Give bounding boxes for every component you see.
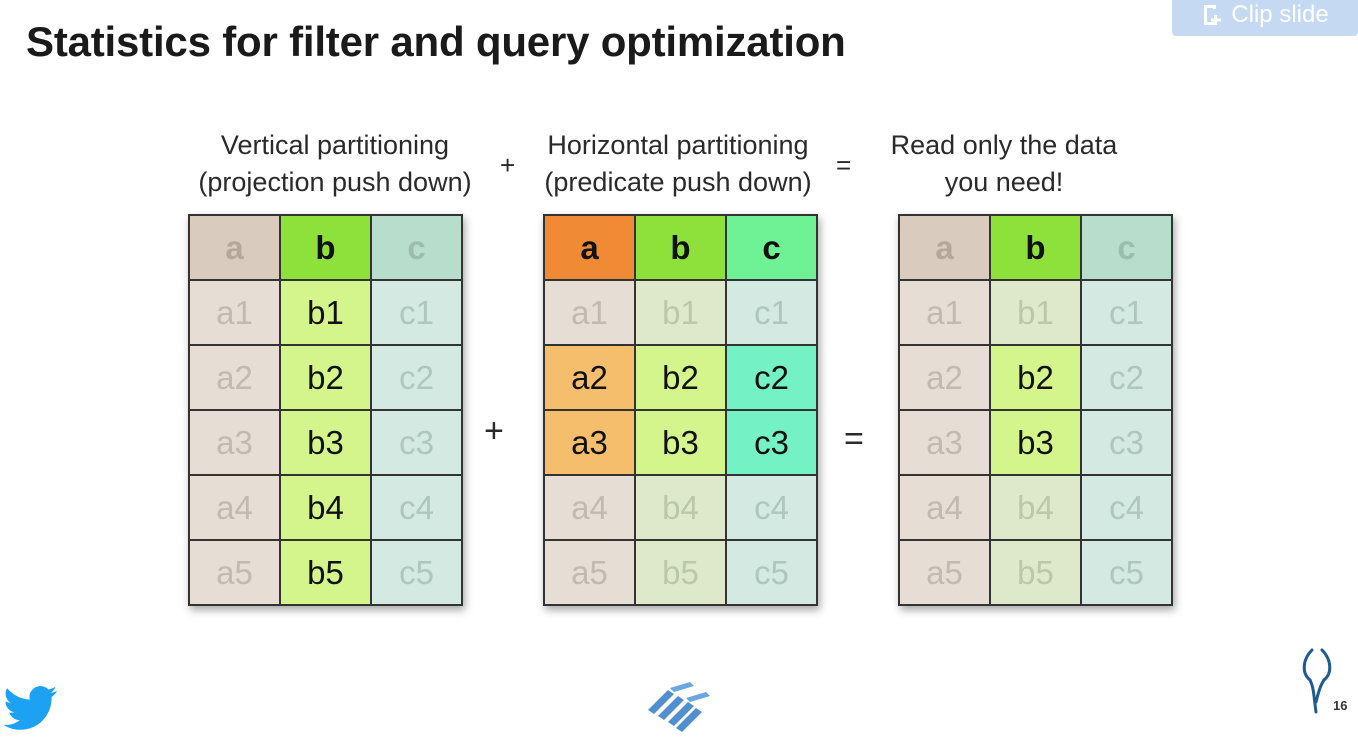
table-cell: b2 bbox=[636, 346, 725, 409]
table-cell: c1 bbox=[1082, 281, 1171, 344]
table-cell: b1 bbox=[991, 281, 1080, 344]
equals-sign: = bbox=[844, 420, 864, 458]
result-heading-line2: you need! bbox=[944, 167, 1064, 197]
table-cell: a5 bbox=[900, 541, 989, 604]
horizontal-heading-line1: Horizontal partitioning bbox=[547, 130, 809, 160]
table-cell: c3 bbox=[1082, 411, 1171, 474]
vertical-partitioning-heading: Vertical partitioning (projection push d… bbox=[186, 127, 484, 201]
table-cell: a2 bbox=[900, 346, 989, 409]
table-cell: a5 bbox=[545, 541, 634, 604]
page-number: 16 bbox=[1333, 698, 1348, 713]
table-header-cell: c bbox=[727, 216, 816, 279]
table-cell: b5 bbox=[636, 541, 725, 604]
table-cell: c2 bbox=[1082, 346, 1171, 409]
table-cell: b5 bbox=[281, 541, 370, 604]
table-cell: c3 bbox=[727, 411, 816, 474]
plus-sign-top: + bbox=[500, 150, 516, 180]
clip-slide-label: Clip slide bbox=[1231, 1, 1329, 28]
parquet-logo-icon bbox=[648, 682, 710, 732]
table-cell: b2 bbox=[281, 346, 370, 409]
table-cell: c4 bbox=[727, 476, 816, 539]
table-cell: a3 bbox=[900, 411, 989, 474]
table-cell: a1 bbox=[545, 281, 634, 344]
table-cell: c5 bbox=[372, 541, 461, 604]
vertical-heading-line2: (projection push down) bbox=[198, 167, 472, 197]
table-header-cell: a bbox=[900, 216, 989, 279]
table-cell: b3 bbox=[991, 411, 1080, 474]
table-cell: a3 bbox=[190, 411, 279, 474]
table-cell: a5 bbox=[190, 541, 279, 604]
vertical-heading-line1: Vertical partitioning bbox=[220, 130, 450, 160]
table-header-cell: a bbox=[190, 216, 279, 279]
table-cell: a4 bbox=[545, 476, 634, 539]
table-cell: c5 bbox=[1082, 541, 1171, 604]
table-cell: b1 bbox=[636, 281, 725, 344]
result-heading-line1: Read only the data bbox=[890, 130, 1118, 160]
table-header-cell: b bbox=[991, 216, 1080, 279]
table-cell: a4 bbox=[900, 476, 989, 539]
table-cell: c5 bbox=[727, 541, 816, 604]
table-cell: b4 bbox=[636, 476, 725, 539]
table-header-cell: a bbox=[545, 216, 634, 279]
table-cell: c1 bbox=[372, 281, 461, 344]
table-cell: b3 bbox=[281, 411, 370, 474]
table-cell: a4 bbox=[190, 476, 279, 539]
vertical-partition-table: a b c a1 b1 c1 a2 b2 c2 a3 b3 c3 a4 b4 c… bbox=[188, 214, 463, 606]
table-cell: c4 bbox=[1082, 476, 1171, 539]
horizontal-heading-line2: (predicate push down) bbox=[544, 167, 812, 197]
table-cell: a2 bbox=[545, 346, 634, 409]
clip-icon bbox=[1204, 5, 1222, 25]
slide-title: Statistics for filter and query optimiza… bbox=[26, 18, 846, 65]
table-cell: c2 bbox=[727, 346, 816, 409]
table-cell: a1 bbox=[900, 281, 989, 344]
table-cell: c3 bbox=[372, 411, 461, 474]
table-cell: b5 bbox=[991, 541, 1080, 604]
table-header-cell: c bbox=[372, 216, 461, 279]
table-cell: b1 bbox=[281, 281, 370, 344]
table-cell: c4 bbox=[372, 476, 461, 539]
table-cell: b4 bbox=[281, 476, 370, 539]
clip-slide-button[interactable]: Clip slide bbox=[1172, 0, 1358, 36]
table-header-cell: b bbox=[281, 216, 370, 279]
horizontal-partition-table: a b c a1 b1 c1 a2 b2 c2 a3 b3 c3 a4 b4 c… bbox=[543, 214, 818, 606]
table-cell: b2 bbox=[991, 346, 1080, 409]
twitter-bird-icon bbox=[4, 686, 57, 730]
impala-logo-icon bbox=[1302, 648, 1332, 714]
equals-sign-top: = bbox=[836, 150, 852, 180]
result-heading: Read only the data you need! bbox=[870, 127, 1138, 201]
table-header-cell: b bbox=[636, 216, 725, 279]
table-cell: a1 bbox=[190, 281, 279, 344]
table-cell: c1 bbox=[727, 281, 816, 344]
table-cell: a2 bbox=[190, 346, 279, 409]
table-cell: a3 bbox=[545, 411, 634, 474]
result-table: a b c a1 b1 c1 a2 b2 c2 a3 b3 c3 a4 b4 c… bbox=[898, 214, 1173, 606]
table-cell: b3 bbox=[636, 411, 725, 474]
horizontal-partitioning-heading: Horizontal partitioning (predicate push … bbox=[532, 127, 824, 201]
table-cell: c2 bbox=[372, 346, 461, 409]
table-header-cell: c bbox=[1082, 216, 1171, 279]
plus-sign: + bbox=[484, 412, 504, 450]
table-cell: b4 bbox=[991, 476, 1080, 539]
